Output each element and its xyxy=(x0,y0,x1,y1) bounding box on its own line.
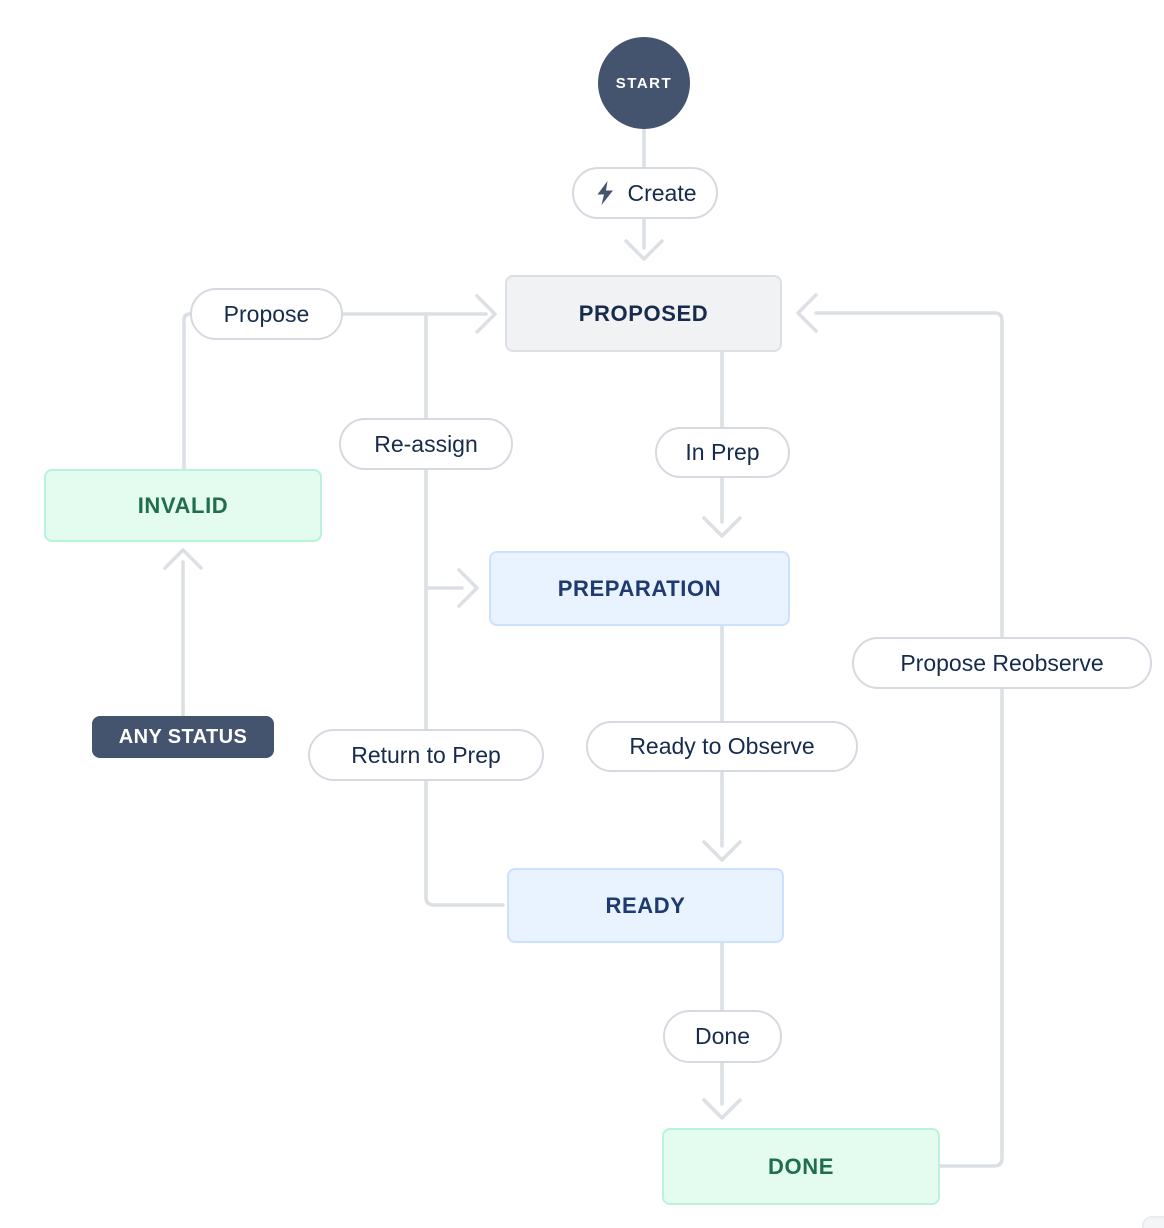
transition-pill-propose[interactable]: Propose xyxy=(190,288,343,340)
transition-pill-reassign[interactable]: Re-assign xyxy=(339,418,513,470)
state-label: DONE xyxy=(768,1153,834,1179)
transition-pill-done[interactable]: Done xyxy=(663,1010,782,1063)
state-label: READY xyxy=(605,892,686,918)
arrowhead-into-preparation-left xyxy=(457,568,479,608)
arrowhead-into-proposed-left xyxy=(475,294,497,334)
state-box-preparation[interactable]: PREPARATION xyxy=(489,551,790,626)
cutoff-element xyxy=(1142,1216,1164,1228)
arrowhead-into-proposed-top xyxy=(624,239,664,261)
state-box-proposed[interactable]: PROPOSED xyxy=(505,275,782,352)
line-invalid-to-propose xyxy=(182,312,192,471)
transition-label: Done xyxy=(695,1023,750,1049)
transition-label: Ready to Observe xyxy=(629,733,815,759)
arrowhead-into-preparation-top xyxy=(702,516,742,538)
state-box-ready[interactable]: READY xyxy=(507,868,784,943)
transition-label: Re-assign xyxy=(374,430,478,457)
transition-label: Return to Prep xyxy=(351,741,501,768)
arrowhead-into-invalid-bottom xyxy=(163,548,203,570)
lightning-bolt-icon xyxy=(593,180,617,206)
state-label: PREPARATION xyxy=(557,575,722,601)
line-done-reobserve-loop xyxy=(814,311,1004,1168)
arrowhead-into-ready-top xyxy=(702,840,742,862)
transition-label: Propose Reobserve xyxy=(900,649,1104,676)
start-node[interactable]: START xyxy=(598,37,690,129)
state-box-invalid[interactable]: INVALID xyxy=(44,469,322,542)
transition-pill-return-to-prep[interactable]: Return to Prep xyxy=(308,729,544,781)
state-box-done[interactable]: DONE xyxy=(662,1128,940,1205)
transition-label: In Prep xyxy=(685,439,760,465)
transition-pill-in-prep[interactable]: In Prep xyxy=(655,427,790,478)
any-status-badge[interactable]: ANY STATUS xyxy=(92,716,274,758)
state-label: INVALID xyxy=(137,492,229,518)
transition-label: Propose xyxy=(223,300,310,327)
state-label: PROPOSED xyxy=(578,300,709,326)
arrowhead-into-done-top xyxy=(702,1098,742,1120)
arrowhead-into-proposed-right xyxy=(796,293,818,333)
transition-pill-ready-to-observe[interactable]: Ready to Observe xyxy=(586,721,858,772)
transition-pill-propose-reobserve[interactable]: Propose Reobserve xyxy=(852,637,1152,689)
transition-pill-create[interactable]: Create xyxy=(572,167,718,219)
line-ready-reassign-trunk xyxy=(424,312,505,907)
any-status-label: ANY STATUS xyxy=(118,725,248,748)
transition-label: Create xyxy=(627,179,697,206)
start-label: START xyxy=(615,74,673,92)
